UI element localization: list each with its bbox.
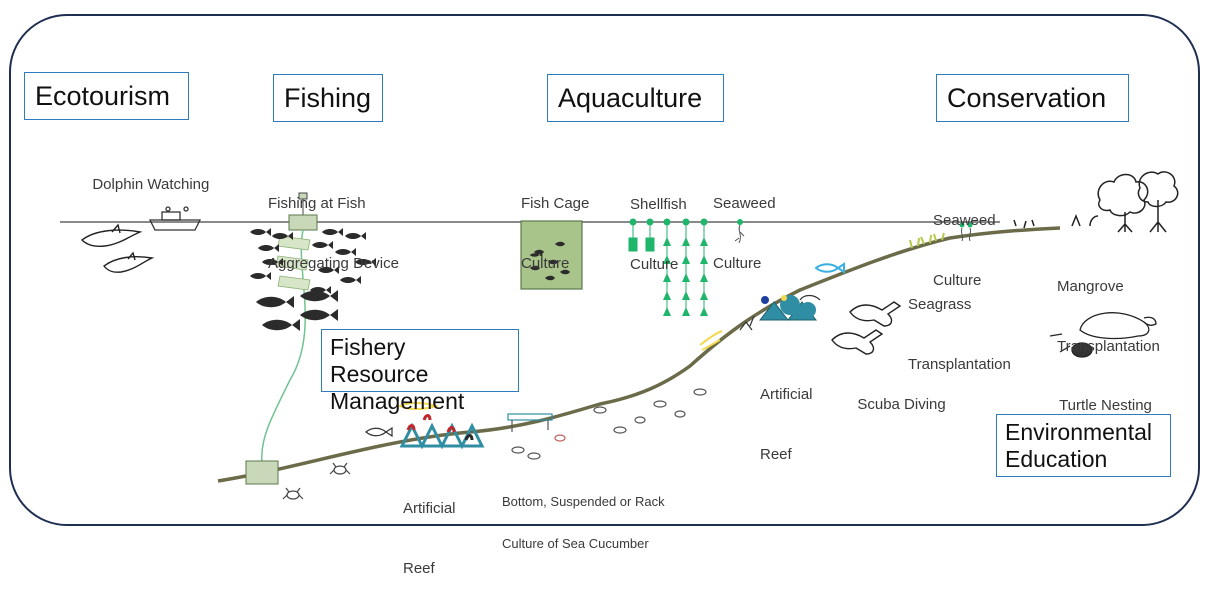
label-artificial-reef-lower: Artificial Reef <box>403 459 456 599</box>
shellfish-line-icon <box>628 218 708 316</box>
label-sea-cucumber: Bottom, Suspended or Rack Culture of Sea… <box>502 467 665 565</box>
fish-yellow-icon <box>397 330 723 410</box>
label-shellfish-line1: Shellfish <box>630 196 687 213</box>
mangrove-tree-icon <box>1013 171 1179 233</box>
label-seaweed-aquaculture: Seaweed Culture <box>713 154 776 294</box>
label-seaweed1-line1: Seaweed <box>713 195 776 212</box>
label-seaweed2-line2: Culture <box>933 272 982 289</box>
category-fishery-resource-management: Fishery Resource Management <box>321 329 519 414</box>
category-conservation: Conservation <box>936 74 1129 122</box>
fad-buoy-icon <box>245 192 318 485</box>
label-turtle-text: Turtle Nesting <box>1059 397 1152 414</box>
label-mangrove-line1: Mangrove <box>1057 278 1124 295</box>
category-fishing-label: Fishing <box>284 82 372 113</box>
label-mangrove-line2: Transplantation <box>1057 338 1160 355</box>
label-cucumber-line2: Culture of Sea Cucumber <box>502 536 649 551</box>
label-turtle-nesting: Turtle Nesting <box>1051 376 1152 416</box>
label-fish-cage: Fish Cage Culture <box>521 154 589 294</box>
category-ecotourism: Ecotourism <box>24 72 189 120</box>
label-seagrass-line1: Seagrass <box>908 296 972 313</box>
label-cucumber-line1: Bottom, Suspended or Rack <box>502 494 665 509</box>
label-fishcage-line2: Culture <box>521 255 570 272</box>
label-reef-upper-line1: Artificial <box>760 386 813 403</box>
label-mangrove: Mangrove Transplantation <box>1057 237 1160 377</box>
label-scuba-diving: Scuba Diving <box>849 375 946 415</box>
label-artificial-reef-upper: Artificial Reef <box>760 345 813 485</box>
fish-icon <box>365 426 393 438</box>
seaweed-icon <box>959 222 973 242</box>
label-reef-lower-line1: Artificial <box>403 500 456 517</box>
boat-icon <box>148 206 202 231</box>
label-fishcage-line1: Fish Cage <box>521 195 590 212</box>
category-env-label-line1: Environmental <box>1005 419 1153 445</box>
fish-blue-icon <box>814 262 845 274</box>
artificial-reef-icon <box>399 414 485 450</box>
label-dolphin-watching: Dolphin Watching <box>84 155 209 195</box>
category-aquaculture-label: Aquaculture <box>558 82 703 113</box>
label-shellfish-line2: Culture <box>630 256 679 273</box>
category-environmental-education: Environmental Education <box>996 414 1171 477</box>
turtle-icon <box>1049 312 1157 358</box>
label-fad: Fishing at Fish Aggregating Device <box>268 154 399 294</box>
category-ecotourism-label: Ecotourism <box>35 80 171 111</box>
seagrass-icon <box>909 232 945 249</box>
label-fad-line1: Fishing at Fish <box>268 195 366 212</box>
label-reef-lower-line2: Reef <box>403 560 435 577</box>
dolphin-icon <box>80 223 155 273</box>
sea-cucumber-rack-icon <box>507 388 707 460</box>
label-seaweed2-line1: Seaweed <box>933 212 996 229</box>
label-dolphin-text: Dolphin Watching <box>92 176 210 193</box>
crab-icon <box>282 462 351 500</box>
category-fishery-label-line1: Fishery Resource <box>330 334 429 387</box>
category-conservation-label: Conservation <box>947 82 1107 113</box>
artificial-reef-icon <box>739 294 821 331</box>
label-seagrass: Seagrass Transplantation <box>908 255 1011 395</box>
label-seagrass-line2: Transplantation <box>908 356 1011 373</box>
seabed-line <box>217 226 1061 483</box>
diagram-frame <box>9 14 1200 526</box>
label-fad-line2: Aggregating Device <box>268 255 399 272</box>
label-scuba-text: Scuba Diving <box>857 396 946 413</box>
seaweed-icon <box>734 219 745 244</box>
label-reef-upper-line2: Reef <box>760 446 792 463</box>
label-shellfish: Shellfish Culture <box>630 155 687 295</box>
category-fishing: Fishing <box>273 74 383 122</box>
category-aquaculture: Aquaculture <box>547 74 724 122</box>
category-fishery-label-line2: Management <box>330 388 465 414</box>
scene-illustration <box>60 171 1179 500</box>
label-seaweed1-line2: Culture <box>713 255 762 272</box>
label-seaweed-conservation: Seaweed Culture <box>933 171 996 311</box>
scuba-diver-icon <box>831 301 902 355</box>
fish-cage-icon <box>520 220 583 290</box>
category-env-label-line2: Education <box>1005 446 1108 472</box>
